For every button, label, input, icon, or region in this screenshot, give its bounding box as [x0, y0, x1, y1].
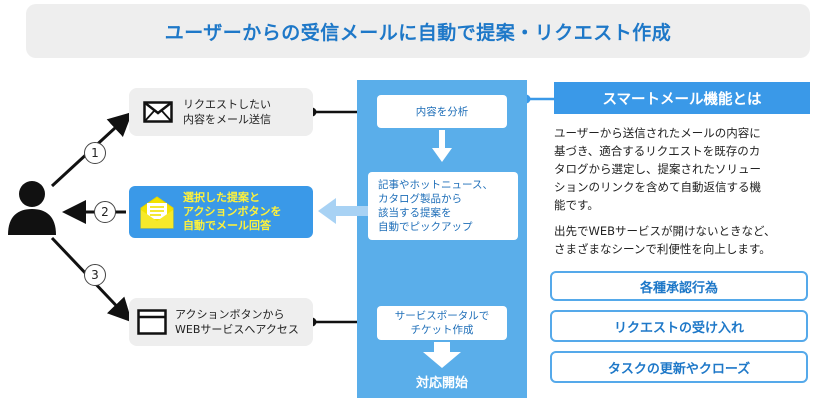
ticket-line2: チケット作成 — [410, 324, 474, 336]
smart-mail-benefit: 出先でWEBサービスが開けないときなど、 さまざまなシーンで利便性を向上します。 — [554, 224, 776, 256]
down-arrow-small — [432, 130, 452, 162]
request-mail-line1: リクエストしたい — [183, 98, 271, 111]
pickup-line3: 該当する提案を — [378, 207, 452, 219]
pickup-line4: 自動でピックアップ — [378, 221, 473, 233]
step-number-2: 2 — [94, 201, 116, 223]
pickup-box: 記事やホットニュース、 カタログ製品から 該当する提案を 自動でピックアップ — [368, 172, 518, 240]
analyze-box: 内容を分析 — [377, 95, 507, 128]
smart-mail-description: ユーザーから送信されたメールの内容に 基づき、適合するリクエストを既存のカ タロ… — [554, 126, 761, 212]
request-mail-line2: 内容をメール送信 — [183, 113, 271, 126]
reply-line3: 自動でメール回答 — [183, 219, 271, 232]
user-icon — [6, 178, 58, 236]
step-number-1: 1 — [84, 142, 106, 164]
feature-task-update: タスクの更新やクローズ — [550, 351, 808, 383]
feature-request-accept: リクエストの受け入れ — [550, 310, 808, 342]
step-number-3: 3 — [84, 264, 106, 286]
ticket-box: サービスポータルで チケット作成 — [377, 306, 507, 340]
smart-mail-header: スマートメール機能とは — [554, 82, 810, 114]
ticket-line1: サービスポータルで — [394, 310, 490, 322]
page-title: ユーザーからの受信メールに自動で提案・リクエスト作成 — [164, 21, 672, 44]
auto-reply-box: 選択した提案と アクションボタンを 自動でメール回答 — [129, 186, 313, 238]
analyze-label: 内容を分析 — [415, 105, 469, 118]
start-label: 対応開始 — [415, 376, 468, 391]
left-arrow-to-reply — [318, 198, 368, 224]
request-mail-box: リクエストしたい 内容をメール送信 — [129, 88, 313, 136]
mail-icon — [143, 101, 173, 123]
pickup-line1: 記事やホットニュース、 — [378, 179, 493, 191]
open-mail-icon — [139, 194, 175, 230]
web-access-line2: WEBサービスへアクセス — [175, 323, 299, 336]
browser-window-icon — [137, 309, 167, 335]
web-access-line1: アクションボタンから — [175, 308, 285, 321]
pickup-line2: カタログ製品から — [378, 193, 462, 205]
reply-line2: アクションボタンを — [183, 205, 282, 218]
feature-approval: 各種承認行為 — [550, 271, 808, 301]
web-access-box: アクションボタンから WEBサービスへアクセス — [129, 298, 313, 346]
down-arrow-large — [423, 342, 461, 368]
reply-line1: 選択した提案と — [183, 191, 260, 204]
title-bar: ユーザーからの受信メールに自動で提案・リクエスト作成 — [26, 4, 810, 58]
